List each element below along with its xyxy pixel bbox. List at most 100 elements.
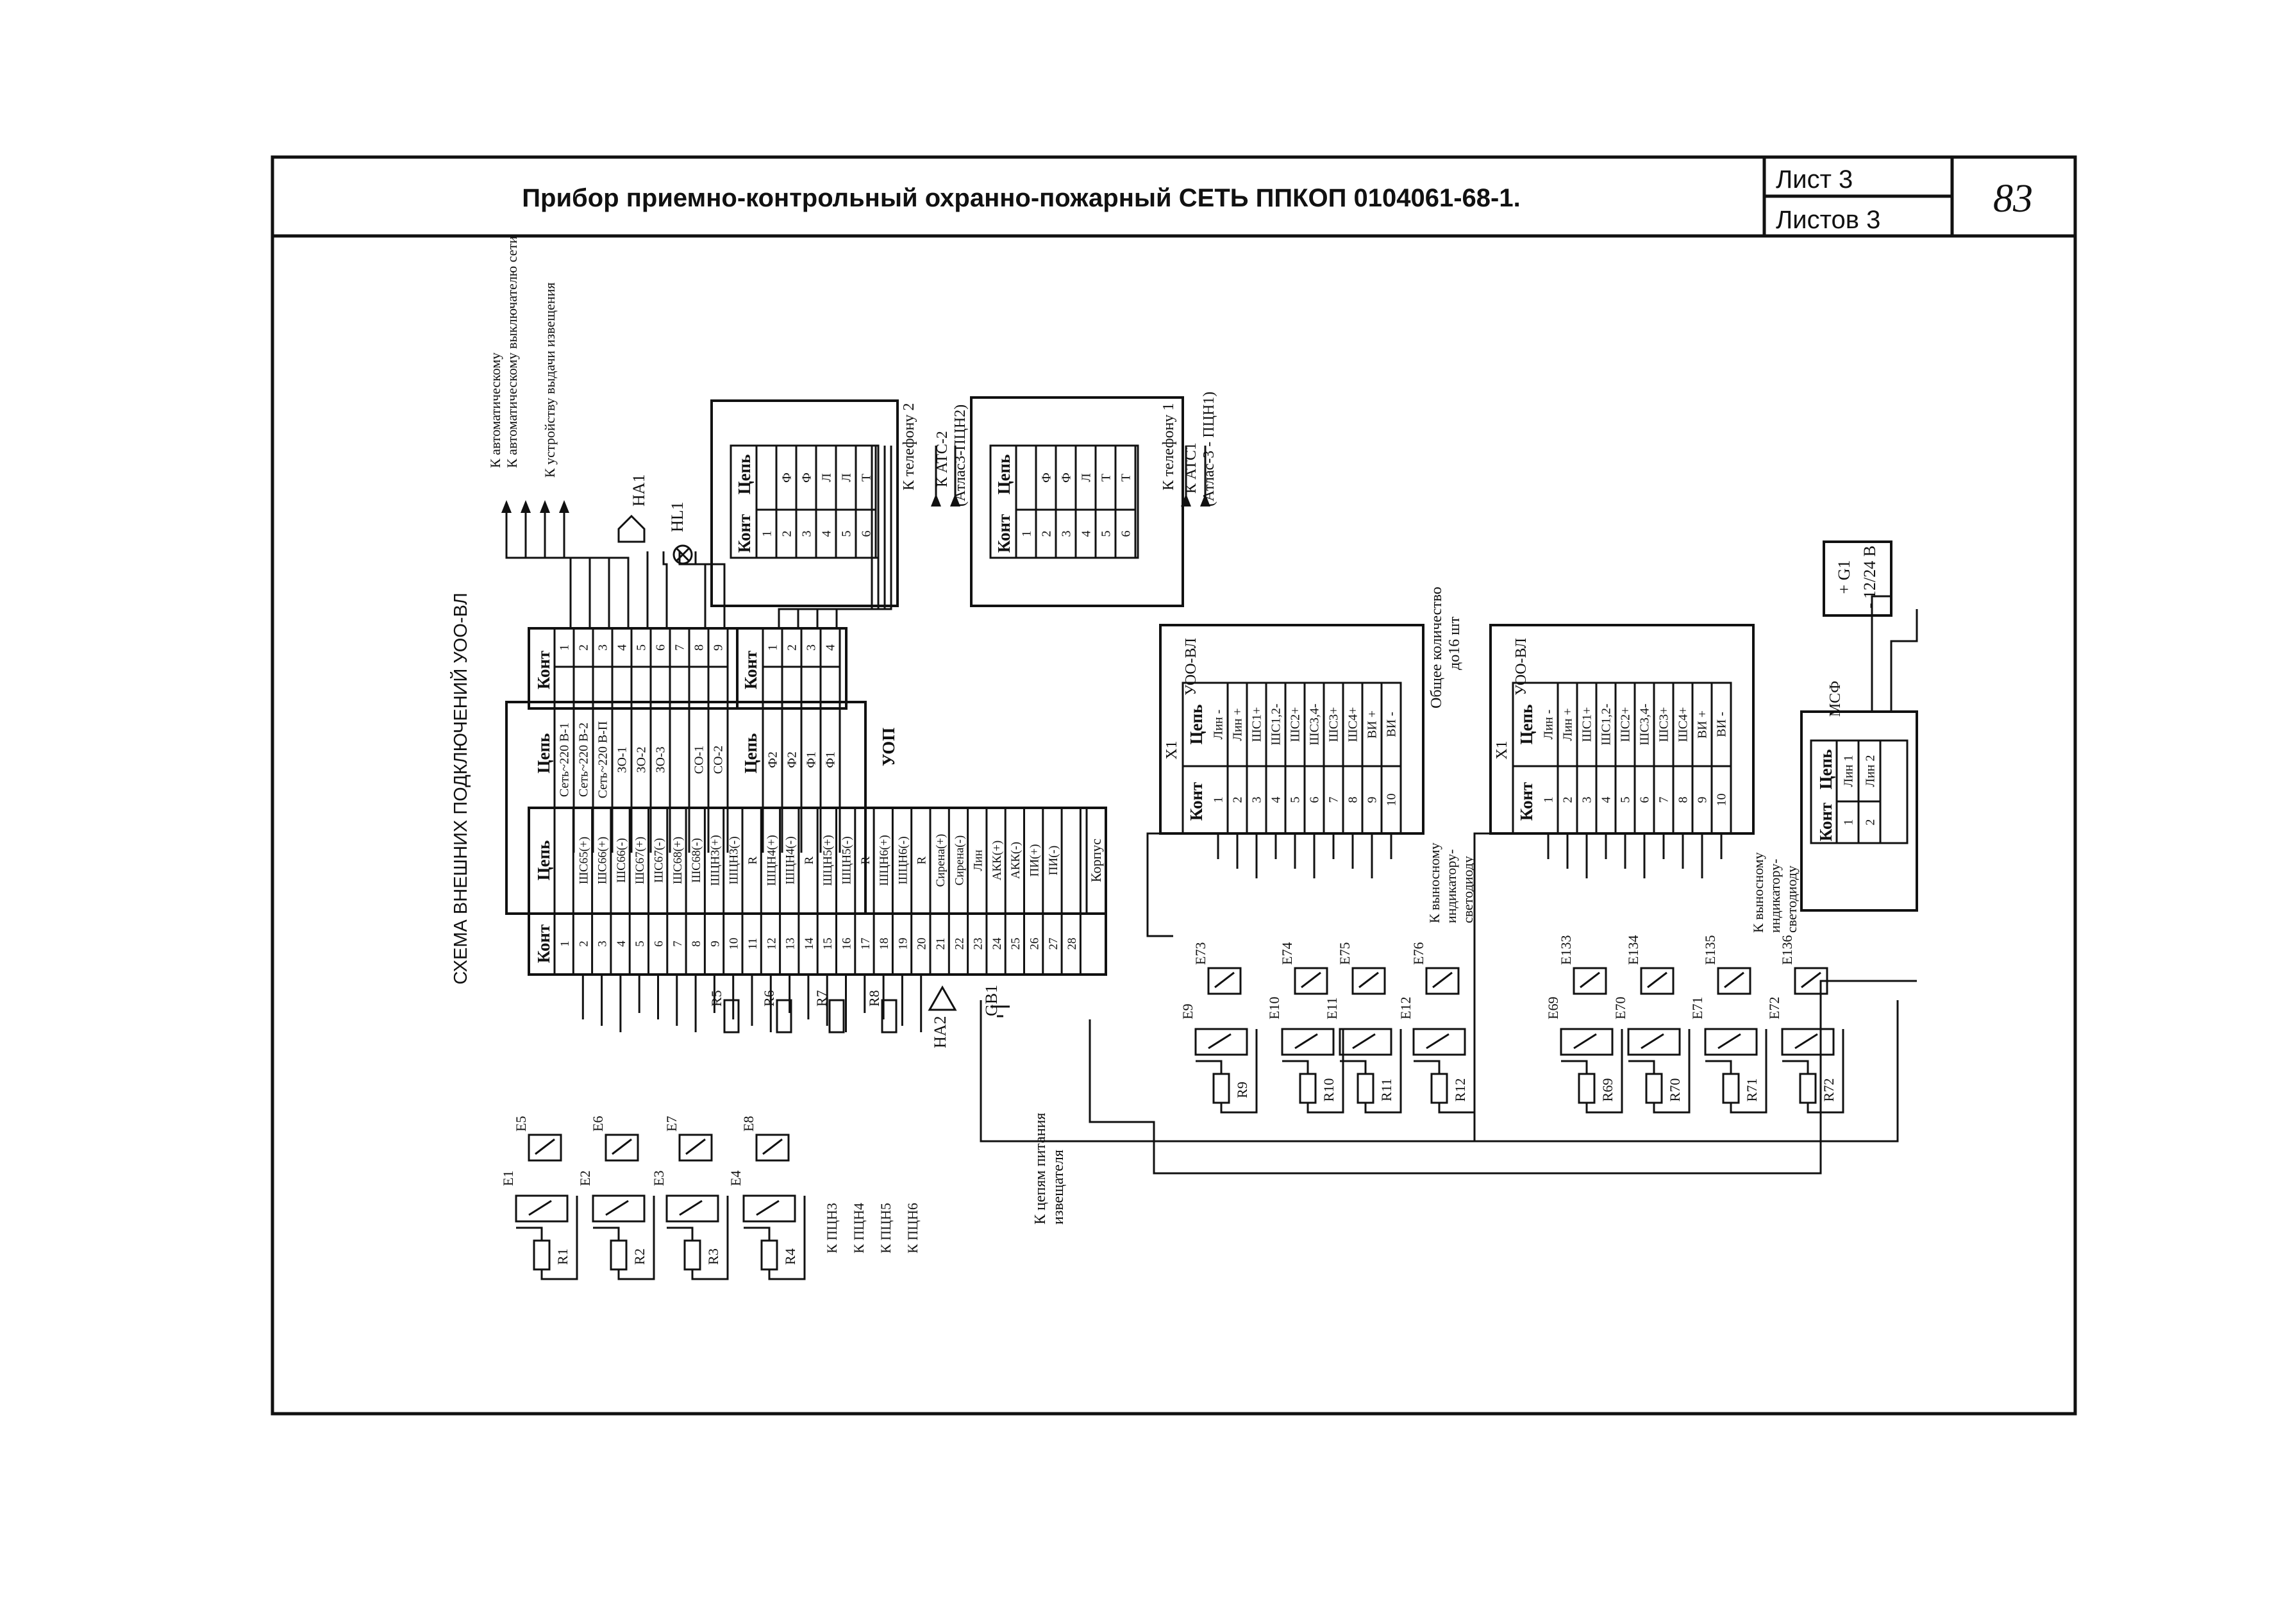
label-hl1: HL1 xyxy=(668,501,687,532)
pin-number: 7 xyxy=(1657,797,1671,803)
resistor-icon xyxy=(1578,1073,1596,1104)
resistor-icon xyxy=(533,1239,551,1271)
note-power-2: извещателя xyxy=(1050,1150,1067,1225)
switch-contact xyxy=(1580,971,1600,989)
resistor-label: R71 xyxy=(1744,1078,1760,1102)
wire xyxy=(1220,1029,1258,1114)
svg-text:Цепь: Цепь xyxy=(1816,749,1835,790)
rotated-schematic: СХЕМА ВНЕШНИХ ПОДКЛЮЧЕНИЙ УОО-ВЛ Конт Це… xyxy=(449,236,1918,1280)
pin-number: 8 xyxy=(1676,797,1691,803)
pin-number: 1 xyxy=(558,941,572,947)
circuit-name: ШС68(+) xyxy=(671,837,685,884)
sheets-total-label: Листов 3 xyxy=(1776,206,1880,234)
switch-contact xyxy=(1647,971,1667,989)
wire-phone xyxy=(835,446,892,628)
circuit-name: СО-2 xyxy=(712,746,726,774)
pin-number: 12 xyxy=(765,938,778,950)
switch-label: E73 xyxy=(1192,942,1208,965)
circuit-name: Л xyxy=(1079,473,1093,482)
pin-number: 4 xyxy=(1269,797,1283,803)
svg-text:Цепь: Цепь xyxy=(534,841,553,881)
svg-text:Цепь: Цепь xyxy=(735,455,754,495)
wire xyxy=(1653,1029,1691,1114)
pin-number: 2 xyxy=(1039,531,1053,537)
label-gb1: GB1 xyxy=(982,985,1001,1016)
wire xyxy=(1282,1060,1309,1074)
circuit-name: ШЦН6(+) xyxy=(878,835,891,885)
switch-label: E133 xyxy=(1558,935,1574,965)
resistor-icon xyxy=(723,999,740,1034)
wire-power xyxy=(524,513,591,628)
wire xyxy=(1364,1029,1402,1114)
switch-contact xyxy=(1432,971,1453,989)
note-power-1: К цепям питания xyxy=(1032,1113,1049,1225)
circuit-name: ШС3+ xyxy=(1327,707,1341,742)
pin-number: 3 xyxy=(799,531,814,537)
switch-box xyxy=(1573,967,1607,995)
arrow-icon xyxy=(1181,494,1191,506)
resistor-icon xyxy=(828,999,845,1034)
pin-number: 2 xyxy=(1561,797,1575,803)
svg-text:УОО-ВЛ: УОО-ВЛ xyxy=(1513,638,1530,696)
lamp-cross xyxy=(675,547,690,562)
wire-bus xyxy=(1089,1019,1494,1175)
switch-contact xyxy=(1301,971,1321,989)
pin-number: 10 xyxy=(1385,794,1399,807)
circuit-name: Сирена(+) xyxy=(934,834,948,887)
pin-number: 2 xyxy=(577,941,590,947)
pcn-label: К ПЦН4 xyxy=(851,1203,867,1253)
drawing-frame xyxy=(271,155,2077,1416)
circuit-name: Ф2 xyxy=(785,751,799,768)
circuit-name: ПИ(+) xyxy=(1028,844,1042,877)
circuit-name: ШС67(+) xyxy=(633,837,647,884)
pin-number: 4 xyxy=(615,644,630,651)
pin-number: 8 xyxy=(1346,797,1360,803)
svg-text:Конт: Конт xyxy=(1187,782,1206,821)
circuit-name: ШС66(-) xyxy=(615,838,628,883)
circuit-name: R xyxy=(746,856,760,864)
circuit-name: ЗО-2 xyxy=(635,746,649,773)
resistor-label: R12 xyxy=(1452,1078,1468,1102)
detector-box xyxy=(592,1194,646,1223)
pin-number: 19 xyxy=(896,938,910,950)
detector-label: E3 xyxy=(651,1171,667,1186)
resistor-icon xyxy=(1299,1073,1317,1104)
circuit-name: ШС3+ xyxy=(1657,707,1671,742)
pin-number: 2 xyxy=(785,644,799,651)
resistor-icon xyxy=(1430,1073,1448,1104)
circuit-name: ШС1+ xyxy=(1250,707,1264,742)
wire xyxy=(1340,1060,1367,1074)
switch-box xyxy=(1640,967,1675,995)
switch-contact xyxy=(1724,971,1744,989)
wire xyxy=(1705,1060,1732,1074)
switch-label: E135 xyxy=(1702,935,1718,965)
svg-text:+ G1: + G1 xyxy=(1835,560,1853,594)
title-text: Прибор приемно-контрольный охранно-пожар… xyxy=(522,184,1520,212)
pin-number: 21 xyxy=(934,938,948,950)
circuit-name: Лин 2 xyxy=(1863,755,1877,787)
detector-label: E11 xyxy=(1324,997,1340,1019)
detector-box xyxy=(515,1194,569,1223)
pin-number: 15 xyxy=(821,938,835,950)
pin-number: 18 xyxy=(878,938,891,950)
svg-text:Цепь: Цепь xyxy=(741,733,760,774)
circuit-name: Ф xyxy=(799,473,814,483)
pin-number: 13 xyxy=(784,938,798,950)
switch-label: E5 xyxy=(513,1116,529,1132)
note-remote-1a: К выносному xyxy=(1426,842,1442,923)
circuit-name: ШС65(+) xyxy=(577,837,590,884)
pin-number: 7 xyxy=(671,941,685,947)
circuit-name: Сеть~220 В-2 xyxy=(577,723,591,797)
switch-contact xyxy=(612,1138,632,1155)
pin-number: 3 xyxy=(596,941,610,947)
svg-text:Конт: Конт xyxy=(735,514,754,553)
svg-text:Цепь: Цепь xyxy=(1517,705,1536,745)
resistor-label: R2 xyxy=(631,1248,647,1265)
detector-box xyxy=(742,1194,796,1223)
wire xyxy=(593,1226,620,1241)
wire-bus xyxy=(1494,980,1917,1175)
resistor-label: R6 xyxy=(761,990,777,1007)
circuit-name: ВИ - xyxy=(1715,712,1729,737)
wire xyxy=(1585,1029,1623,1114)
